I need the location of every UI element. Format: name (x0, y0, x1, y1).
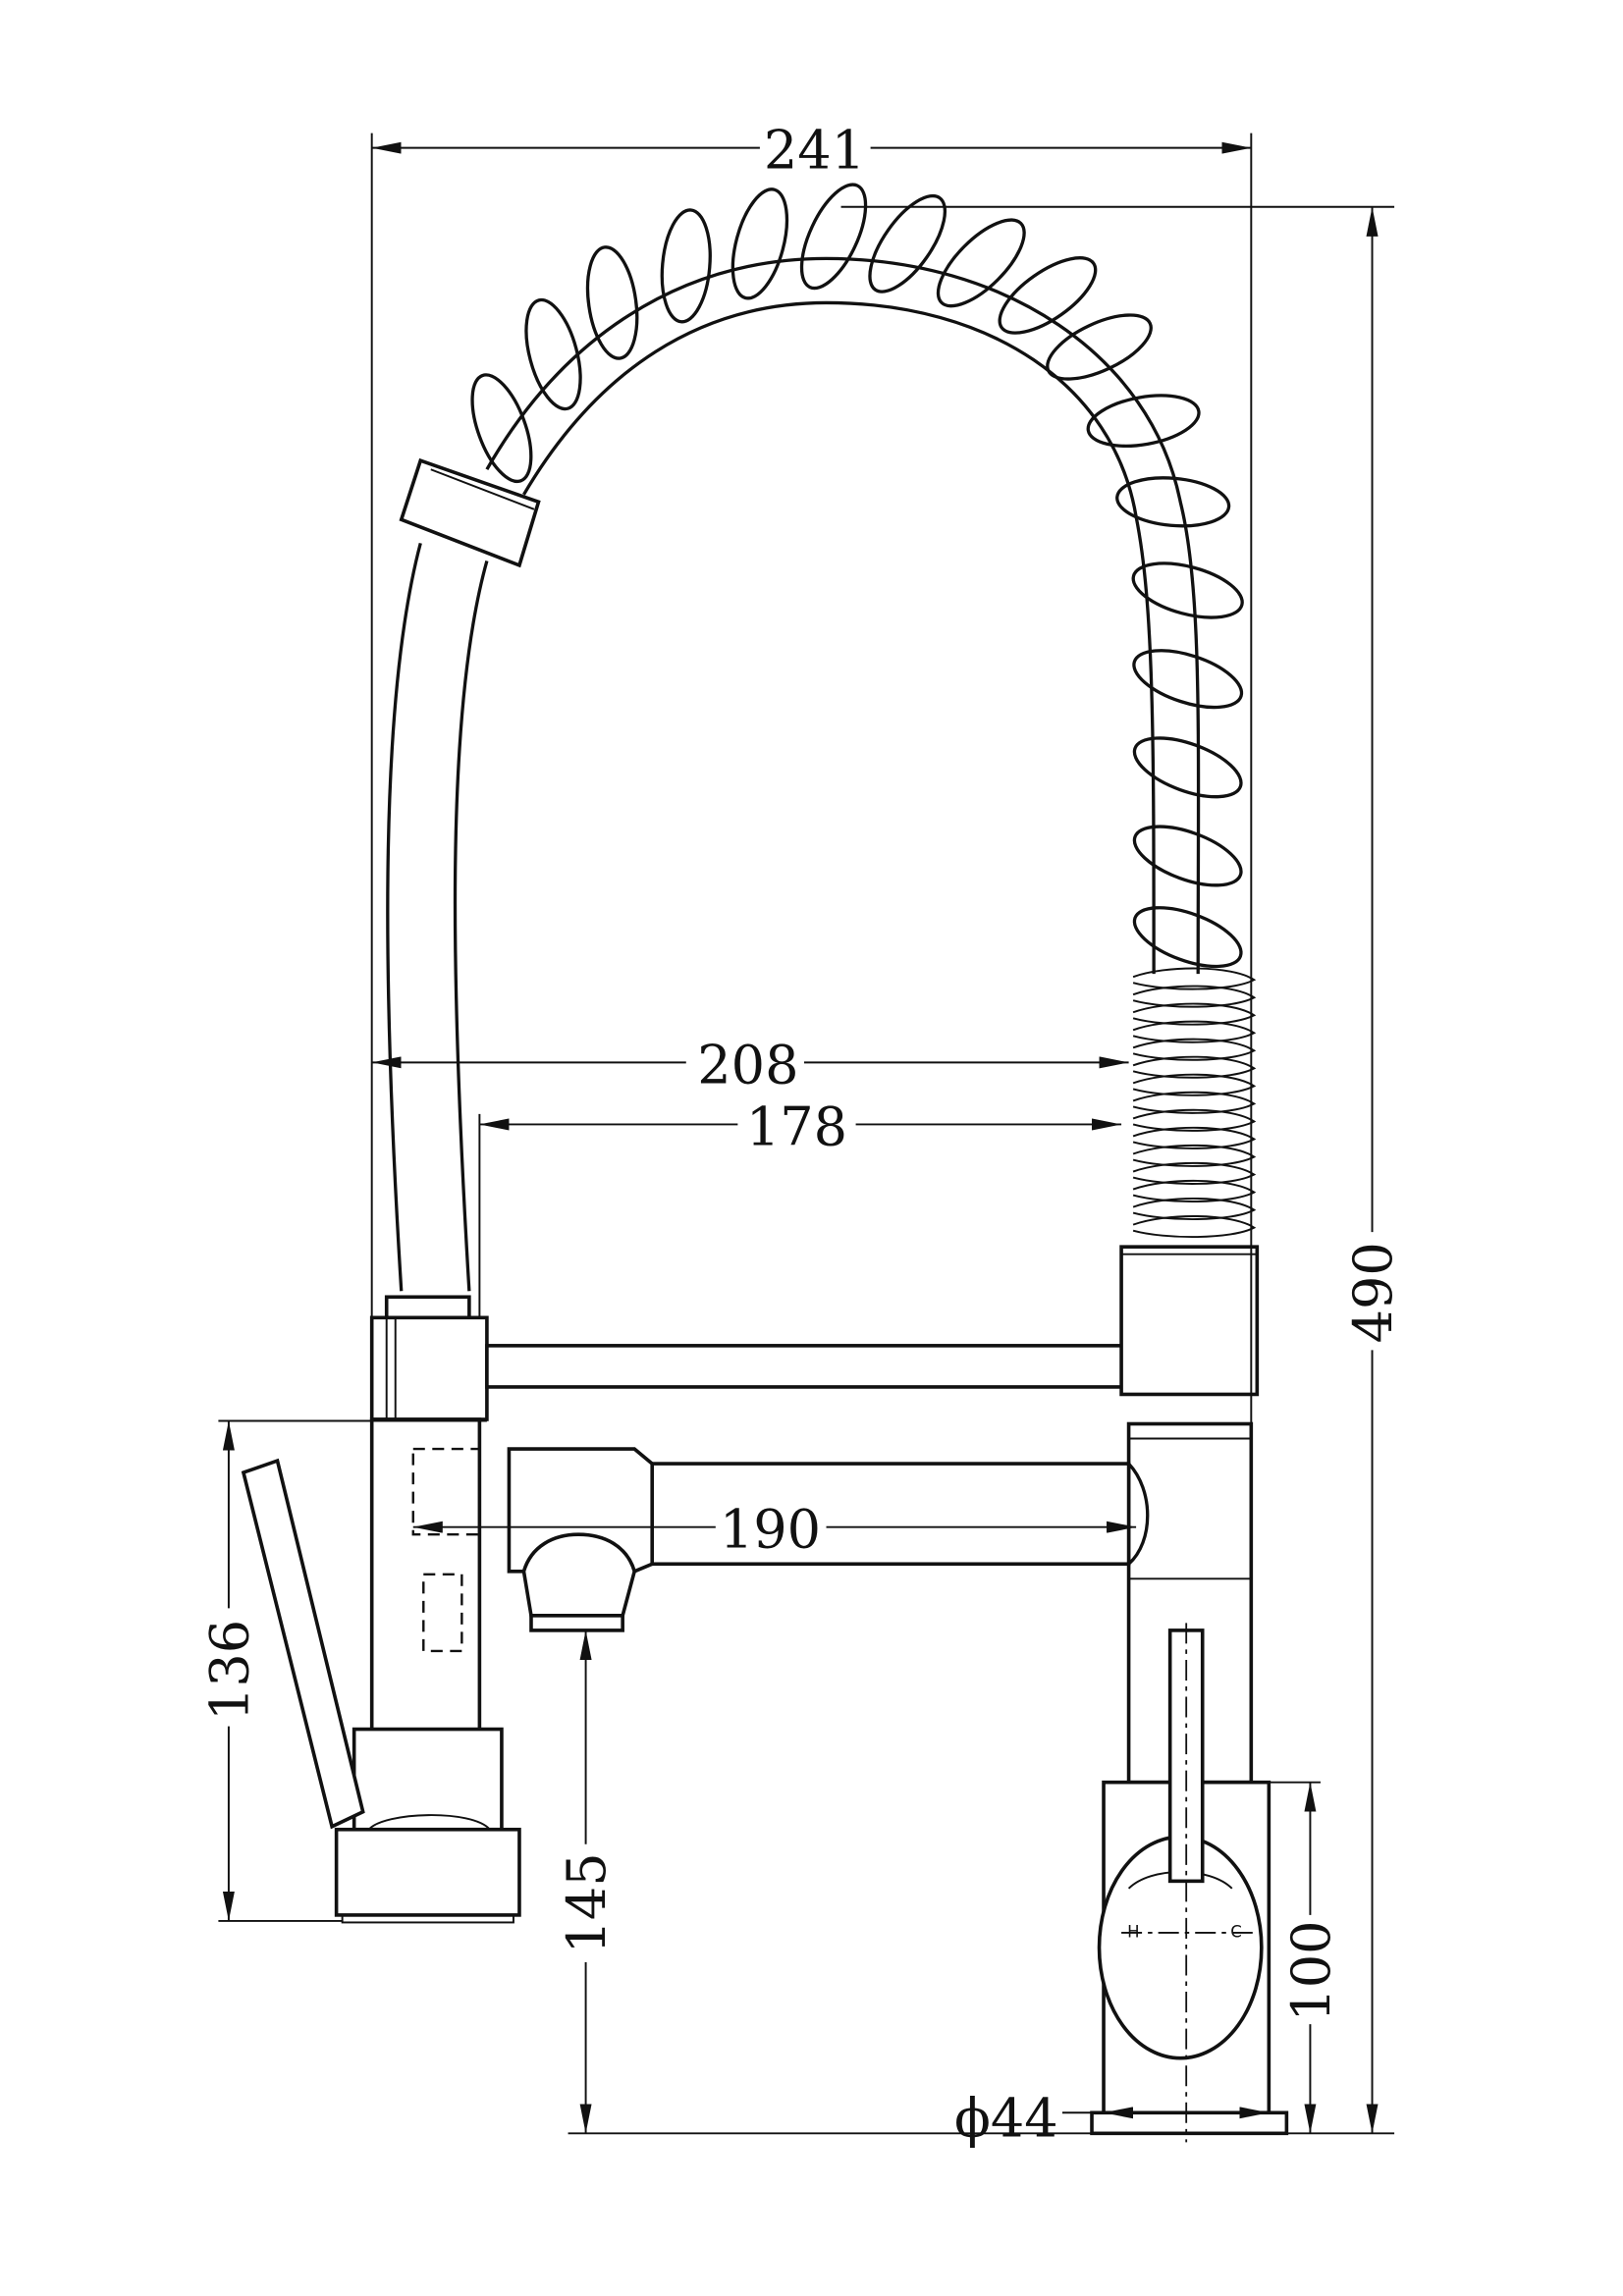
dim-overall-height: 490 (1342, 1242, 1404, 1343)
spring-coil-turn (1132, 1197, 1257, 1220)
lower-spout-block (507, 1447, 655, 1574)
spring-coil-turn (1132, 1215, 1257, 1239)
upper-arm (485, 1344, 1131, 1389)
dim-base-diameter: ϕ44 (954, 2087, 1058, 2149)
dimension-lines: 241 490 208 178 190 136 145 10 (198, 120, 1404, 2150)
column-collar (1119, 1245, 1260, 1397)
sprayer-lever (241, 1458, 365, 1830)
hose-cap (384, 1295, 471, 1320)
spring-coil (524, 297, 582, 411)
sprayer-head (334, 1827, 521, 1917)
dim-overall-width: 241 (764, 120, 865, 182)
spring-coil (585, 245, 639, 360)
left-column (369, 1417, 482, 1735)
spring-coil-turn (1132, 1144, 1257, 1167)
spring-coil (998, 256, 1098, 335)
spring-coil (1131, 561, 1244, 619)
spring-coil-turn (1132, 1179, 1257, 1202)
spring-coil (1132, 906, 1243, 969)
spring-coil-turn (1132, 1161, 1257, 1185)
spring-coil (868, 193, 947, 294)
tight-spring-coil (1132, 967, 1257, 1239)
spring-coil-turn (1132, 1002, 1257, 1026)
dim-spout-190: 190 (720, 1499, 821, 1561)
spring-coil-turn (1132, 1126, 1257, 1149)
spring-coil (1046, 313, 1153, 381)
spring-coil (936, 218, 1026, 308)
dim-clearance-145: 145 (556, 1852, 618, 1953)
spring-coil (799, 183, 868, 291)
spring-coil-turn (1132, 1020, 1257, 1043)
spring-coil (1086, 394, 1201, 448)
spring-coil (470, 373, 533, 484)
spring-coil (1132, 825, 1243, 887)
dim-handle-136: 136 (198, 1620, 260, 1721)
spring-coil (1132, 649, 1244, 710)
cold-label: C (1230, 1922, 1242, 1941)
spring-coil-turn (1132, 1055, 1257, 1079)
dim-reach-208: 208 (697, 1034, 798, 1095)
lower-spout-tube (647, 1462, 1131, 1567)
dashed-hidden-part (411, 1447, 481, 1536)
dim-reach-178: 178 (746, 1095, 847, 1157)
spring-hose (485, 256, 1201, 975)
upper-arm-block (369, 1315, 489, 1421)
pull-down-hose (386, 542, 422, 1292)
spring-coils (470, 183, 1244, 969)
sprayhead-ring (399, 457, 541, 568)
spring-coil (730, 187, 789, 300)
spring-coil-turn (1132, 1108, 1257, 1132)
faucet-outline: H C (241, 183, 1289, 2143)
dim-body-100: 100 (1280, 1920, 1342, 2021)
spring-coil (660, 208, 712, 324)
aerator (521, 1532, 637, 1618)
spring-coil-turn (1132, 967, 1257, 990)
base-plate (1090, 2110, 1289, 2136)
spring-coil (1132, 736, 1243, 799)
spring-coil-turn (1132, 1038, 1257, 1061)
spring-coil-turn (1132, 985, 1257, 1008)
spring-coil-turn (1132, 1073, 1257, 1096)
hot-label: H (1127, 1922, 1139, 1941)
spring-coil-turn (1132, 1091, 1257, 1114)
spring-coil (1115, 476, 1231, 528)
